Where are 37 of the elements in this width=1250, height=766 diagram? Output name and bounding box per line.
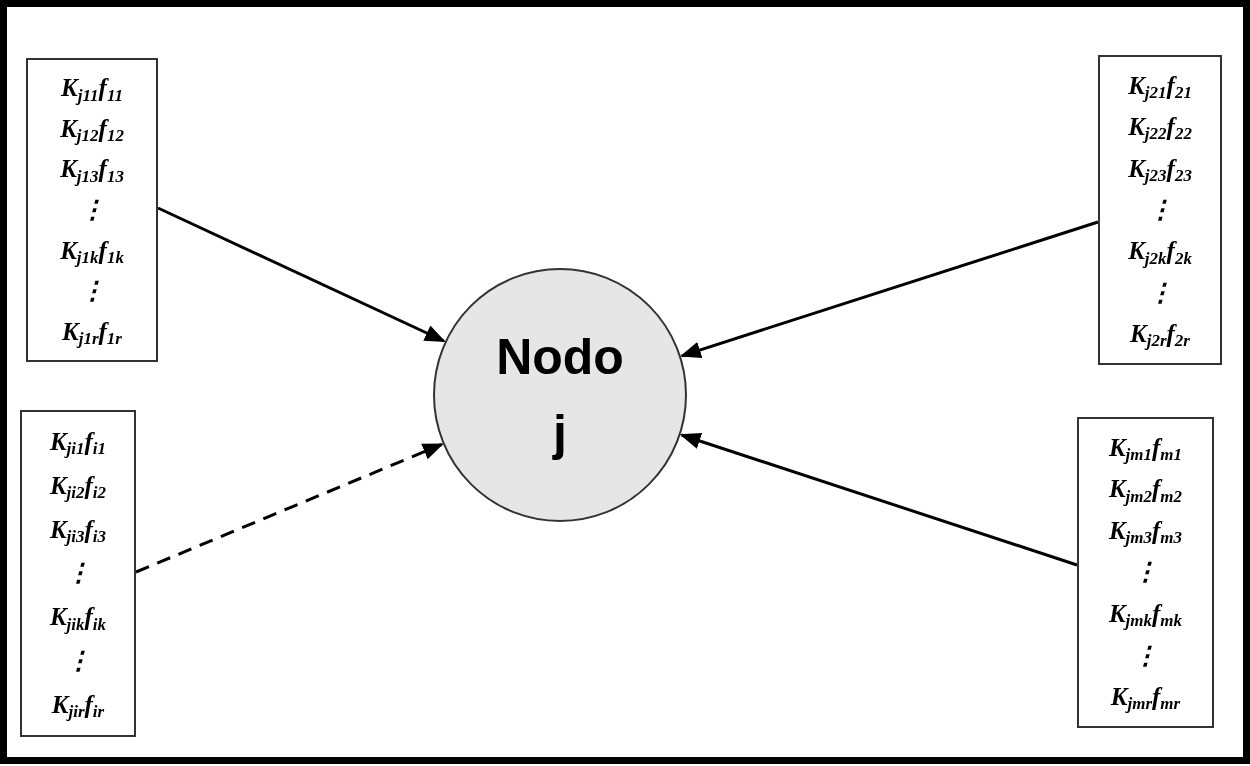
formula-term: ⋮ [65, 558, 91, 589]
formula-term: K$_{j2k}$f$_{2k}$ [1128, 236, 1192, 267]
arrow [157, 206, 446, 343]
formula-term: ⋮ [1133, 557, 1158, 588]
formula-term: K$_{j23}$f$_{23}$ [1128, 153, 1192, 184]
formula-term: K$_{ji3}$f$_{i3}$ [49, 514, 107, 545]
formula-term: K$_{jmr}$f$_{mr}$ [1110, 682, 1181, 713]
formula-term: K$_{jmk}$f$_{mk}$ [1108, 599, 1183, 630]
formula-box [20, 410, 136, 737]
formula-term: K$_{j2r}$f$_{2r}$ [1130, 319, 1190, 350]
formula-term: ⋮ [65, 646, 91, 677]
formula-term: K$_{ji1}$f$_{i1}$ [49, 426, 107, 457]
formula-term: ⋮ [1147, 194, 1173, 225]
formula-term: K$_{j12}$f$_{12}$ [60, 113, 124, 144]
formula-term: K$_{jm2}$f$_{m2}$ [1108, 474, 1183, 505]
formula-box [1098, 55, 1222, 365]
formula-term: K$_{j1k}$f$_{1k}$ [60, 235, 124, 266]
formula-box [26, 58, 158, 362]
formula-term: K$_{jik}$f$_{ik}$ [49, 602, 107, 633]
arrow [679, 220, 1099, 359]
formula-term: K$_{j21}$f$_{21}$ [1128, 70, 1192, 101]
formula-term: K$_{j13}$f$_{13}$ [60, 154, 124, 185]
node-label: Nodo j [495, 328, 625, 463]
formula-term: ⋮ [79, 194, 105, 225]
formula-term: ⋮ [1133, 640, 1158, 671]
arrow [135, 442, 444, 574]
formula-term: K$_{j22}$f$_{22}$ [1128, 112, 1192, 143]
formula-term: K$_{j1r}$f$_{1r}$ [62, 316, 122, 347]
formula-term: K$_{j11}$f$_{11}$ [61, 73, 123, 104]
formula-term: K$_{jm3}$f$_{m3}$ [1108, 515, 1183, 546]
formula-term: ⋮ [1147, 277, 1173, 308]
formula-term: K$_{jm1}$f$_{m1}$ [1108, 432, 1183, 463]
formula-box [1077, 417, 1214, 728]
arrow [679, 432, 1078, 567]
formula-term: ⋮ [79, 276, 105, 307]
formula-term: K$_{ji2}$f$_{i2}$ [49, 470, 107, 501]
formula-term: K$_{jir}$f$_{ir}$ [51, 690, 105, 720]
